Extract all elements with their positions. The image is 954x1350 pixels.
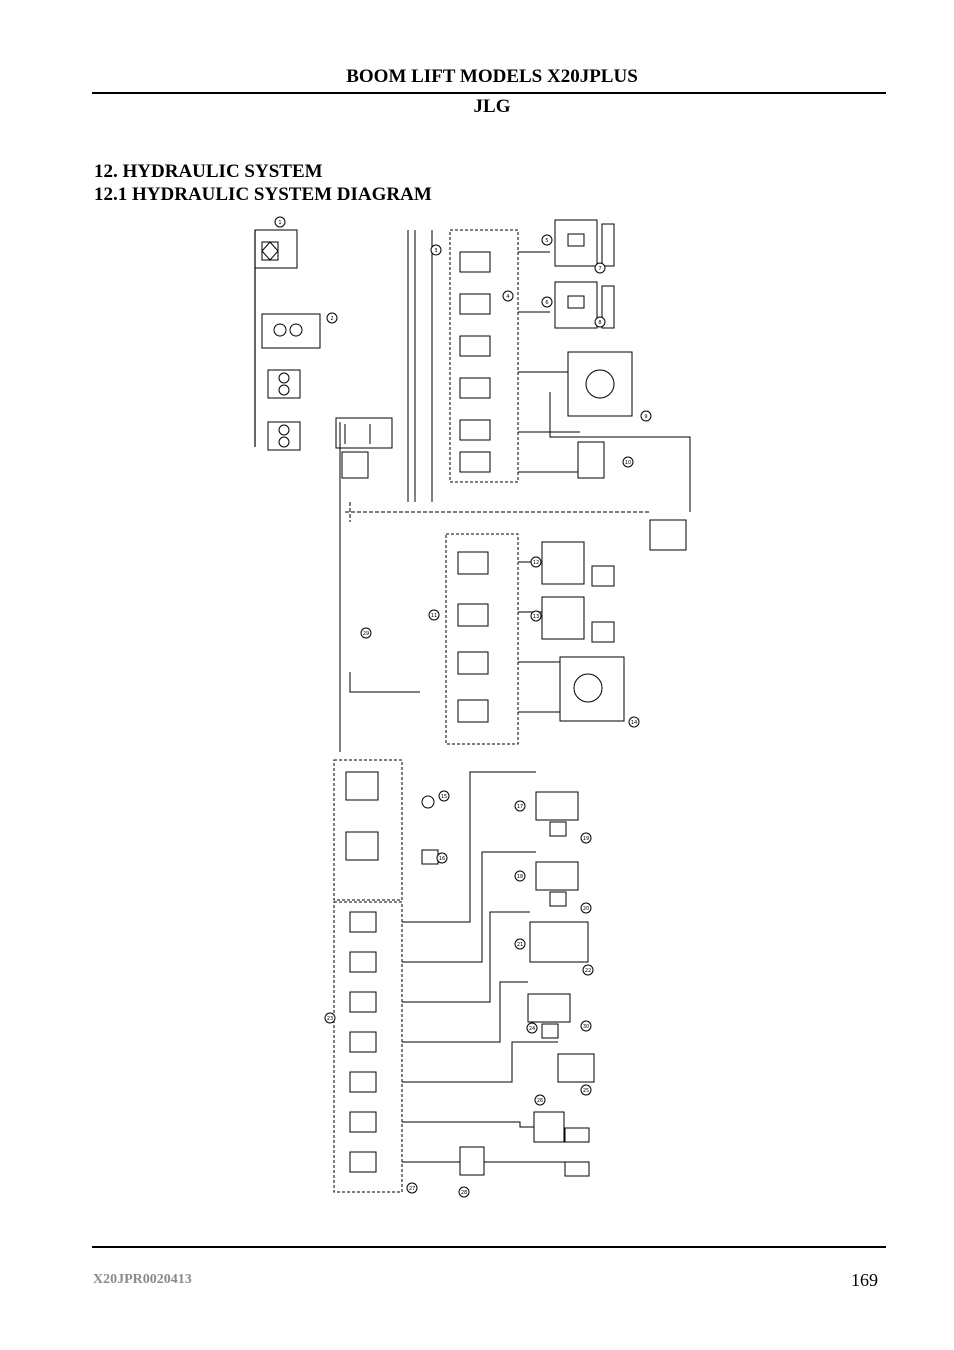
filter-symbol	[261, 241, 279, 261]
callout-number: 22	[585, 968, 591, 974]
cylinder-block-7	[535, 861, 579, 891]
callout-number: 6	[545, 300, 548, 306]
pump-symbol	[273, 323, 287, 337]
callout-number: 20	[583, 906, 589, 912]
callout-number: 17	[517, 804, 523, 810]
callout-number: 19	[583, 836, 589, 842]
upper-valve-sections	[459, 251, 491, 473]
callout-number: 5	[545, 238, 548, 244]
motor-block	[529, 921, 589, 963]
callout-number: 8	[598, 320, 601, 326]
filter-element	[261, 241, 279, 261]
cylinder-2	[601, 285, 615, 329]
lower-valve-sections	[349, 911, 377, 1173]
footer-rule	[92, 1246, 886, 1248]
middle-valve-sections	[457, 551, 489, 723]
callout-number: 16	[439, 856, 445, 862]
callout-number: 23	[327, 1016, 333, 1022]
callouts: 1234567891011121314151617181920212223242…	[274, 216, 652, 1198]
hydraulic-diagram: 1234567891011121314151617181920212223242…	[254, 216, 691, 1198]
accumulator	[421, 849, 439, 865]
callout-number: 3	[434, 248, 437, 254]
cylinder-1	[601, 223, 615, 267]
callout-number: 14	[631, 720, 637, 726]
cylinder-5	[591, 621, 615, 643]
callout-number: 12	[533, 560, 539, 566]
cylinder-7	[549, 891, 567, 907]
valve-block-9	[557, 1053, 595, 1083]
page-number: 169	[851, 1270, 878, 1290]
cylinder-block-4	[541, 541, 585, 585]
callout-number: 24	[529, 1026, 535, 1032]
header-title: BOOM LIFT MODELS X20JPLUS	[346, 66, 638, 87]
callout-number: 7	[598, 266, 601, 272]
document-code: X20JPR0020413	[93, 1272, 192, 1287]
cylinder-block-1	[554, 219, 598, 267]
callout-number: 29	[363, 631, 369, 637]
subsection-title: 12.1 HYDRAULIC SYSTEM DIAGRAM	[94, 184, 432, 205]
callout-number: 13	[533, 614, 539, 620]
pump-motor-frame	[261, 313, 321, 349]
callout-number: 1	[278, 220, 281, 226]
callout-number: 30	[583, 1024, 589, 1030]
manifold-b	[459, 1146, 485, 1176]
cylinder-3	[577, 441, 605, 479]
manifold-a	[335, 417, 393, 449]
section-title: 12. HYDRAULIC SYSTEM	[94, 161, 323, 182]
callout-number: 25	[583, 1088, 589, 1094]
callout-number: 10	[625, 460, 631, 466]
callout-number: 27	[409, 1186, 415, 1192]
cylinder-11	[564, 1161, 590, 1177]
callout-number: 15	[441, 794, 447, 800]
callout-number: 21	[517, 942, 523, 948]
callout-number: 9	[644, 414, 647, 420]
junction-block	[649, 519, 687, 551]
rotary-actuator-1	[567, 351, 633, 417]
callout-number: 26	[537, 1098, 543, 1104]
valve-bank-base	[333, 901, 403, 1193]
relief-valve-a	[341, 451, 369, 479]
callout-number: 4	[506, 294, 509, 300]
pump-unit-a	[267, 369, 301, 399]
pump-unit-b	[267, 421, 301, 451]
valve-bank-lower	[333, 759, 403, 901]
cylinder-10	[564, 1127, 590, 1143]
cylinder-block-5	[541, 596, 585, 640]
cylinder-block-8	[527, 993, 571, 1023]
cylinder-block-6	[535, 791, 579, 821]
cylinder-4	[591, 565, 615, 587]
header-rule	[92, 92, 886, 94]
cylinder-block-2	[554, 281, 598, 329]
callout-number: 11	[431, 613, 437, 619]
callout-number: 28	[461, 1190, 467, 1196]
valve-bank-middle	[445, 533, 519, 745]
valve-block-10	[533, 1111, 565, 1143]
callout-number: 2	[330, 316, 333, 322]
header-brand: JLG	[473, 96, 511, 117]
callout-number: 18	[517, 874, 523, 880]
rotary-actuator-2	[559, 656, 625, 722]
cylinder-6	[549, 821, 567, 837]
cylinder-8	[541, 1023, 559, 1039]
pressure-switch	[421, 795, 435, 809]
